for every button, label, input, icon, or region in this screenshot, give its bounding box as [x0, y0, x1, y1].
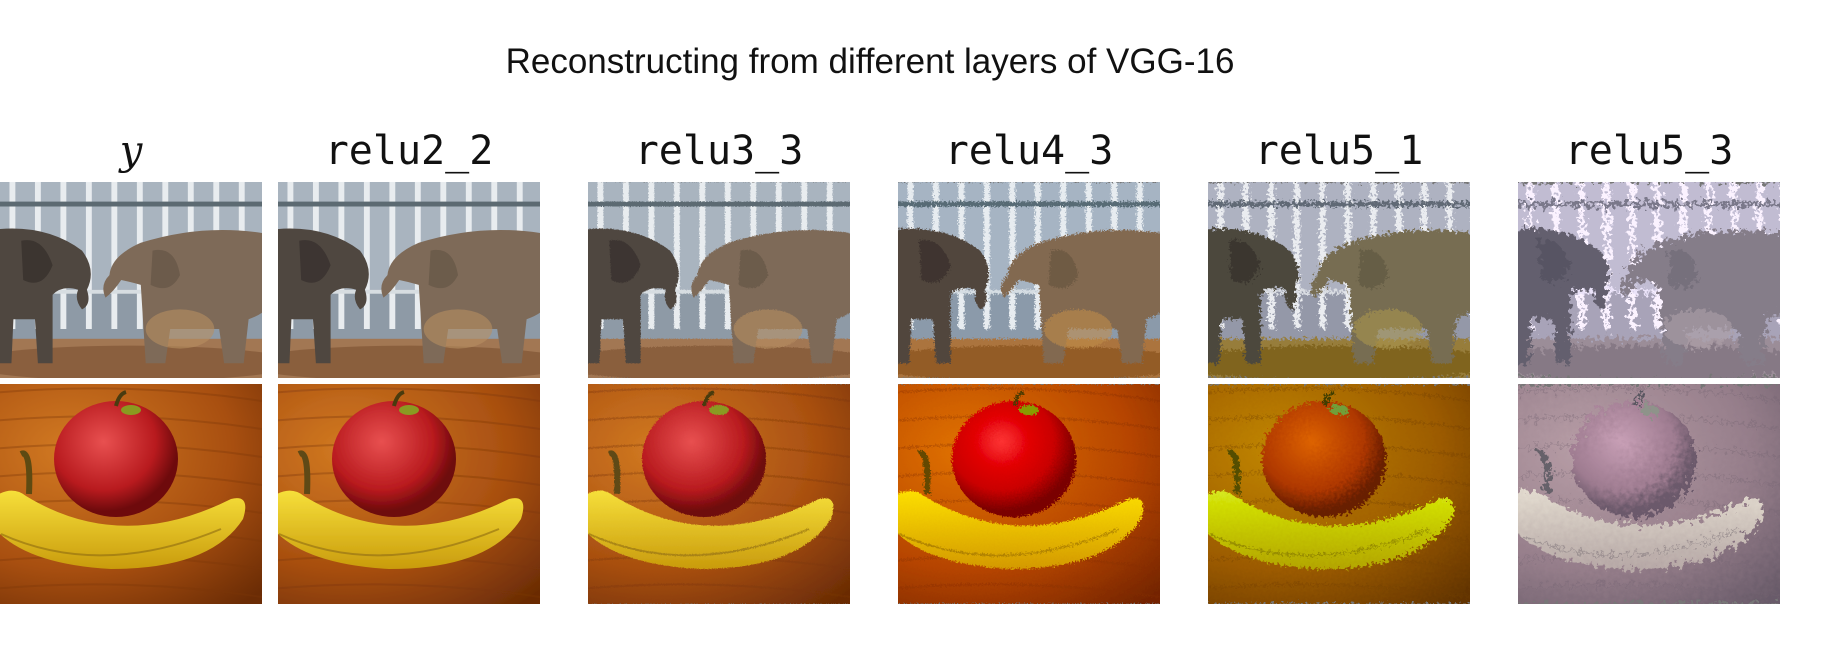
reconstruction-image-apple-and-banana-relu3-3 [588, 384, 850, 604]
column-label-3: relu4_3 [944, 128, 1114, 174]
reconstruction-image-apple-and-banana-relu5-1 [1208, 384, 1470, 604]
reconstruction-image-apple-and-banana-relu4-3 [898, 384, 1160, 604]
reconstruction-image-elephants-relu4-3 [898, 182, 1160, 378]
reconstruction-image-apple-and-banana-y [0, 384, 262, 604]
reconstruction-image-apple-and-banana-relu2-2 [278, 384, 540, 604]
column-label-1: relu2_2 [324, 128, 494, 174]
column-label-5: relu5_3 [1564, 128, 1734, 174]
reconstruction-image-elephants-relu2-2 [278, 182, 540, 378]
reconstruction-image-apple-and-banana-relu5-3 [1518, 384, 1780, 604]
reconstruction-image-elephants-relu3-3 [588, 182, 850, 378]
column-label-2: relu3_3 [634, 128, 804, 174]
column-label-0: y [119, 128, 143, 174]
reconstruction-image-elephants-relu5-1 [1208, 182, 1470, 378]
column-label-4: relu5_1 [1254, 128, 1424, 174]
figure-title: Reconstructing from different layers of … [505, 42, 1235, 81]
reconstruction-image-elephants-y [0, 182, 262, 378]
reconstruction-image-elephants-relu5-3 [1518, 182, 1780, 378]
